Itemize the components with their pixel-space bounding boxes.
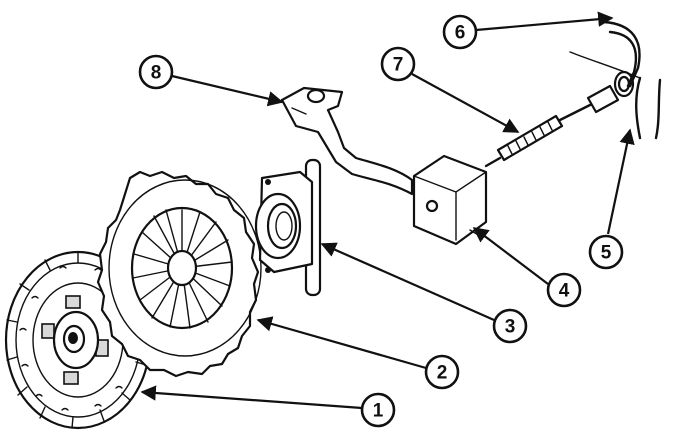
- leader-4: [472, 227, 549, 285]
- callout-1-label: 1: [373, 401, 384, 422]
- callout-7: 7: [380, 46, 416, 82]
- release-bearing: [254, 158, 322, 297]
- leader-lines: [140, 11, 635, 410]
- lever-housing: [412, 154, 488, 246]
- callout-6: 6: [442, 14, 478, 50]
- pressure-plate: [96, 170, 262, 378]
- leader-7: [411, 73, 520, 133]
- callout-4: 4: [546, 272, 582, 308]
- callout-1: 1: [360, 392, 396, 428]
- leader-2: [256, 316, 427, 370]
- leader-5: [606, 128, 635, 235]
- leader-6: [475, 11, 614, 32]
- callout-4-label: 4: [559, 281, 570, 302]
- callout-2-label: 2: [437, 363, 448, 384]
- leader-1: [140, 385, 363, 410]
- adjuster-rod: [484, 84, 620, 168]
- callout-8: 8: [138, 54, 174, 90]
- callout-2: 2: [424, 354, 460, 390]
- leader-8: [171, 74, 284, 107]
- leader-3: [320, 242, 495, 322]
- callout-5: 5: [588, 234, 624, 270]
- mounting-bracket: [280, 86, 414, 196]
- callout-7-label: 7: [393, 55, 404, 76]
- callout-3-label: 3: [505, 317, 516, 338]
- callout-8-label: 8: [151, 63, 162, 84]
- callout-5-label: 5: [601, 243, 612, 264]
- callout-6-label: 6: [455, 23, 466, 44]
- callout-3: 3: [492, 308, 528, 344]
